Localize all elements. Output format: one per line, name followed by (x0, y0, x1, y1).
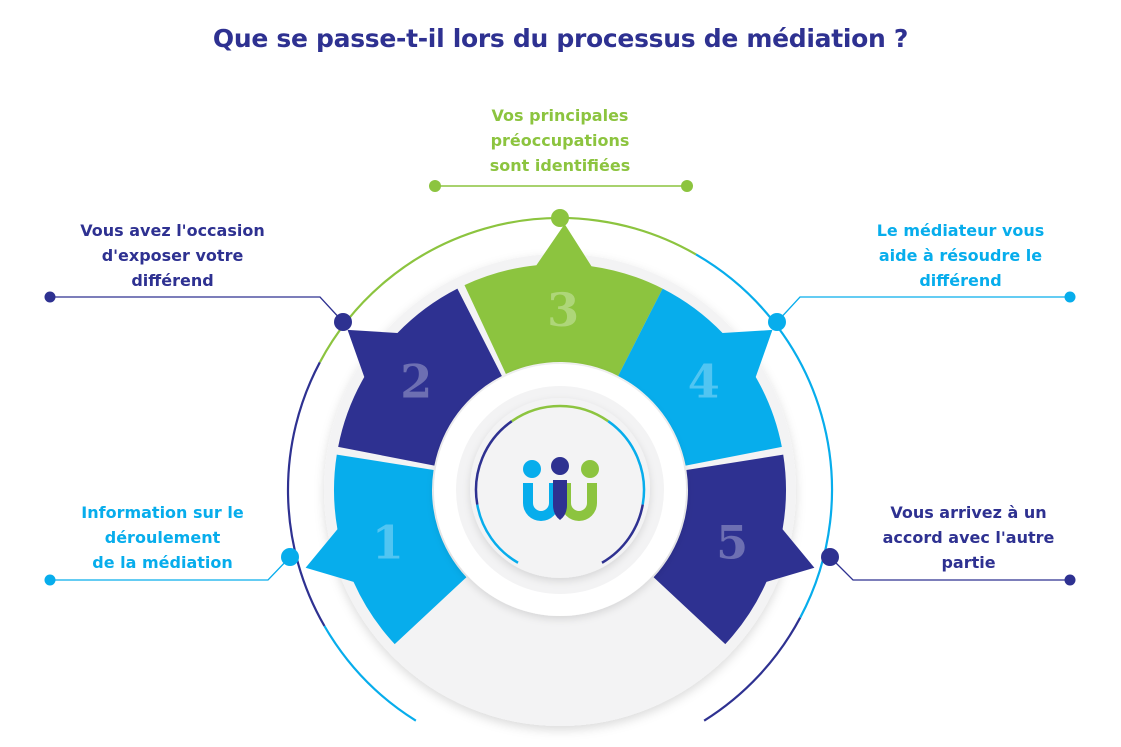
inner-ring-arc (601, 504, 644, 564)
outer-ring-arc (703, 617, 802, 722)
step-1-line-2: déroulement (104, 528, 221, 547)
outer-ring-arc (286, 361, 326, 627)
ring-dot (768, 313, 786, 331)
connector-end-dot (44, 574, 56, 586)
step-4-line-2: aide à résoudre le (878, 246, 1043, 265)
step-5-segment: 5 (653, 454, 815, 645)
segment-shape (653, 454, 815, 645)
step-5-line-3: partie (941, 553, 996, 572)
step-5-label: Vous arrivez à un accord avec l'autre pa… (846, 500, 1091, 575)
step-number: 3 (547, 283, 579, 337)
ring-dot (551, 209, 569, 227)
connector-line (50, 296, 344, 323)
step-4-line-3: différend (919, 271, 1002, 290)
step-1-segment: 1 (305, 454, 467, 645)
page-title: Que se passe-t-il lors du processus de m… (212, 24, 909, 53)
step-2-segment: 2 (338, 288, 502, 466)
connector-end-dot (44, 291, 56, 303)
step-4-connector (768, 291, 1076, 331)
connector-line (776, 296, 1070, 323)
step-number: 2 (400, 355, 432, 409)
step-4-label: Le médiateur vous aide à résoudre le dif… (838, 218, 1083, 293)
outer-ring-arc (323, 625, 417, 722)
step-1-label: Information sur le déroulement de la méd… (40, 500, 285, 575)
step-3-connector (429, 180, 693, 227)
step-2-label: Vous avez l'occasion d'exposer votre dif… (50, 218, 295, 293)
step-3-segment: 3 (464, 224, 663, 376)
ring-dot (281, 548, 299, 566)
connector-end-dot (429, 180, 441, 192)
connector-line (50, 556, 291, 581)
connectors (44, 180, 1076, 586)
outer-ring-arc (318, 216, 697, 363)
step-3-line-2: préoccupations (490, 131, 630, 150)
inner-ring (474, 404, 646, 564)
step-5-line-1: Vous arrivez à un (890, 503, 1047, 522)
step-5-connector (821, 548, 1076, 586)
inner-ring-arc (474, 420, 513, 505)
segment-shape (338, 288, 502, 466)
step-4-segment: 4 (618, 288, 782, 466)
ring-dot (821, 548, 839, 566)
step-number: 1 (372, 516, 404, 570)
step-number: 4 (688, 355, 720, 409)
connector-end-dot (1064, 574, 1076, 586)
outer-ring (286, 216, 834, 722)
segment-shape (305, 454, 467, 645)
inner-ring-arc (607, 420, 646, 505)
step-2-connector (44, 291, 352, 331)
connector-end-dot (681, 180, 693, 192)
step-1-line-1: Information sur le (81, 503, 244, 522)
step-3-line-1: Vos principales (491, 106, 629, 125)
step-1-connector (44, 548, 299, 586)
step-number: 5 (716, 516, 748, 570)
three-people-logo-icon (523, 457, 599, 521)
step-5-line-2: accord avec l'autre (882, 528, 1055, 547)
inner-ring-arc (511, 404, 609, 423)
step-3-line-3: sont identifiées (489, 156, 631, 175)
step-2-line-2: d'exposer votre (101, 246, 244, 265)
step-3-label: Vos principales préoccupations sont iden… (440, 103, 680, 178)
segments: 1 2 3 4 5 (305, 224, 815, 645)
step-2-line-3: différend (131, 271, 214, 290)
segment-shape (618, 288, 782, 466)
step-2-line-1: Vous avez l'occasion (80, 221, 265, 240)
step-1-line-3: de la médiation (92, 553, 233, 572)
segment-shape (464, 224, 663, 376)
connector-end-dot (1064, 291, 1076, 303)
step-4-line-1: Le médiateur vous (876, 221, 1045, 240)
inner-ring-arc (476, 504, 519, 564)
ring-dot (334, 313, 352, 331)
connector-line (829, 556, 1070, 581)
